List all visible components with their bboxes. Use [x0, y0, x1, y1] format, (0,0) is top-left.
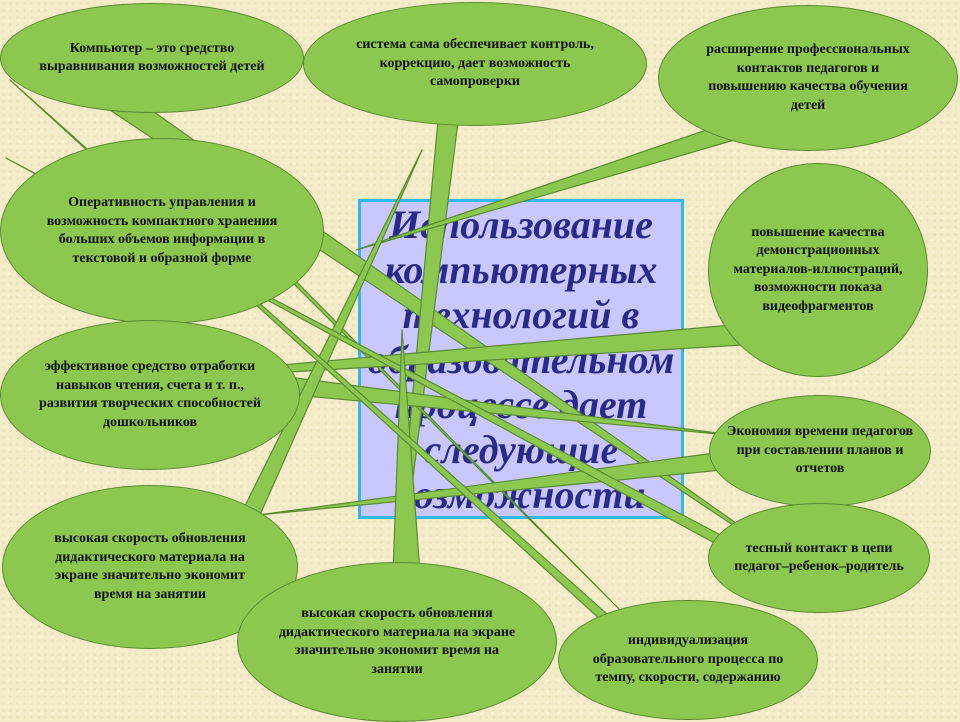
bubble-computer-equalizer: Компьютер – это средство выравнивания во…: [0, 3, 304, 113]
bubble-fast-update-bottom: высокая скорость обновления дидактическо…: [237, 562, 557, 722]
bubble-text: эффективное средство отработки навыков ч…: [39, 359, 261, 430]
bubble-professional-contacts: расширение профессиональных контактов пе…: [658, 5, 958, 151]
bubble-text: Оперативность управления и возможность к…: [46, 195, 278, 266]
bubble-time-saving: Экономия времени педагогов при составлен…: [709, 395, 931, 507]
bubble-text: Компьютер – это средство выравнивания во…: [39, 40, 265, 75]
wedge-connector-skills-training: [249, 371, 741, 437]
bubble-self-check: система сама обеспечивает контроль, корр…: [303, 2, 647, 126]
bubble-individualization: индивидуализация образовательного процес…: [558, 600, 818, 720]
bubble-text: Экономия времени педагогов при составлен…: [726, 424, 914, 477]
bubble-demo-quality: повышение качества демонстрационных мате…: [708, 163, 928, 377]
bubble-text: индивидуализация образовательного процес…: [592, 633, 784, 686]
bubble-text: расширение профессиональных контактов пе…: [706, 42, 910, 113]
bubble-text: высокая скорость обновления дидактическо…: [54, 531, 246, 602]
bubble-text: повышение качества демонстрационных мате…: [733, 224, 903, 314]
bubble-compact-storage: Оперативность управления и возможность к…: [0, 138, 324, 324]
bubble-close-contact: тесный контакт в цепи педагог–ребенок–ро…: [708, 503, 930, 613]
bubble-text: система сама обеспечивает контроль, корр…: [356, 37, 594, 90]
bubble-text: высокая скорость обновления дидактическо…: [278, 606, 516, 677]
wedge-connector-professional-contacts: [355, 125, 749, 251]
bubble-text: тесный контакт в цепи педагог–ребенок–ро…: [734, 540, 904, 575]
wedge-connector-compact-storage: [261, 251, 621, 611]
bubble-skills-training: эффективное средство отработки навыков ч…: [0, 320, 300, 470]
